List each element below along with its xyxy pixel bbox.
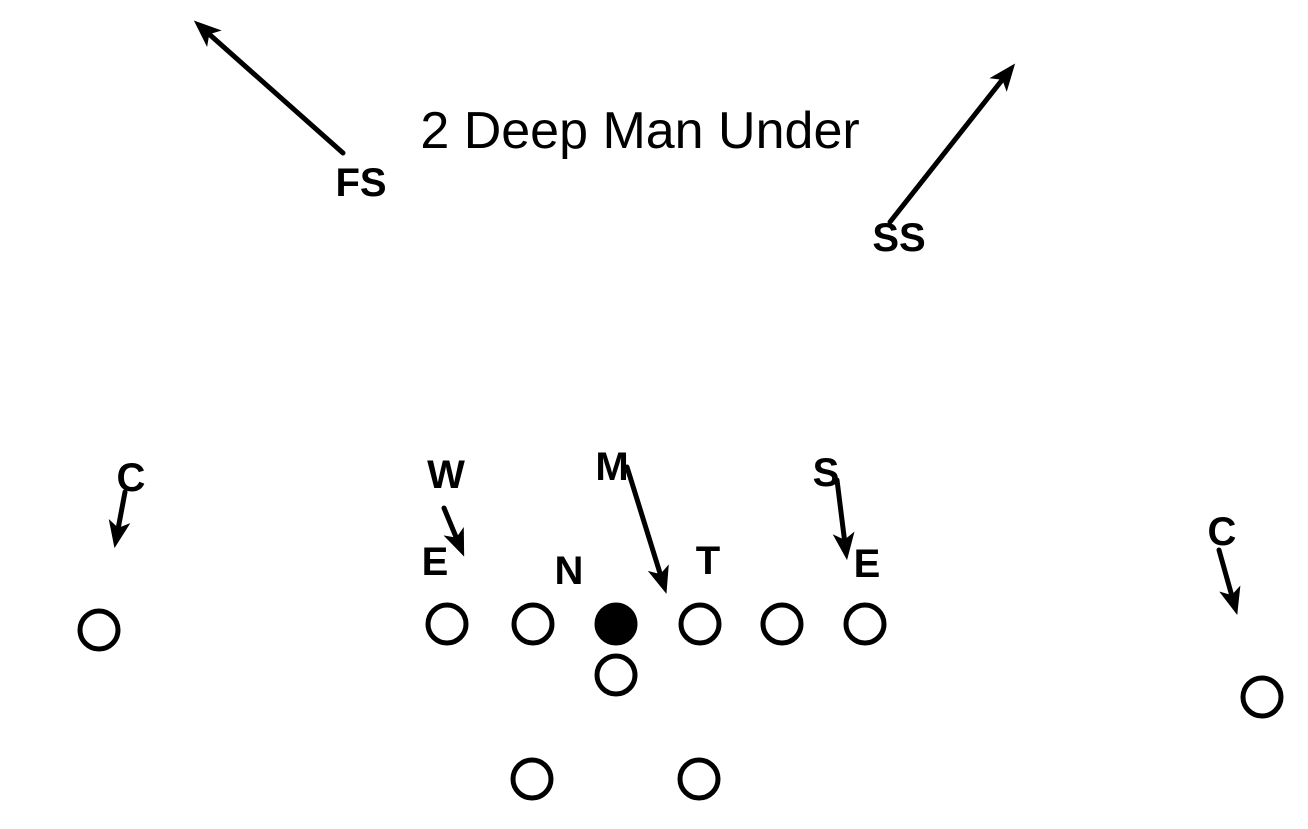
- lineman-left-tackle-circle: [425, 602, 469, 646]
- free-safety-arrow: [193, 20, 346, 156]
- corner-right-arrow: [1216, 547, 1241, 615]
- label-tackle: T: [695, 539, 721, 583]
- play-title: 2 Deep Man Under: [420, 102, 860, 160]
- back-right-circle: [677, 757, 721, 801]
- lineman-right-guard-circle: [678, 602, 722, 646]
- label-end-left: E: [421, 540, 449, 584]
- label-nose-tackle: N: [554, 549, 584, 593]
- lineman-right-tackle-circle: [760, 602, 804, 646]
- label-mike-linebacker: M: [595, 445, 629, 489]
- receiver-left-circle: [77, 608, 121, 652]
- back-left-circle: [510, 757, 554, 801]
- receiver-right-circle: [1240, 675, 1284, 719]
- label-strong-safety: SS: [872, 216, 926, 260]
- label-end-right: E: [853, 542, 881, 586]
- center-circle: [594, 602, 638, 646]
- corner-left-arrow: [108, 489, 131, 549]
- label-free-safety: FS: [335, 161, 387, 205]
- tight-end-circle: [843, 602, 887, 646]
- mike-linebacker-arrow: [624, 464, 669, 594]
- will-linebacker-arrow: [441, 505, 465, 557]
- label-corner-right: C: [1207, 510, 1237, 554]
- label-sam-linebacker: S: [812, 451, 840, 495]
- strong-safety-arrow: [887, 63, 1016, 225]
- label-corner-left: C: [116, 456, 146, 500]
- lineman-left-guard-circle: [511, 602, 555, 646]
- sam-linebacker-arrow: [832, 477, 855, 561]
- label-will-linebacker: W: [427, 453, 465, 497]
- quarterback-circle: [594, 653, 638, 697]
